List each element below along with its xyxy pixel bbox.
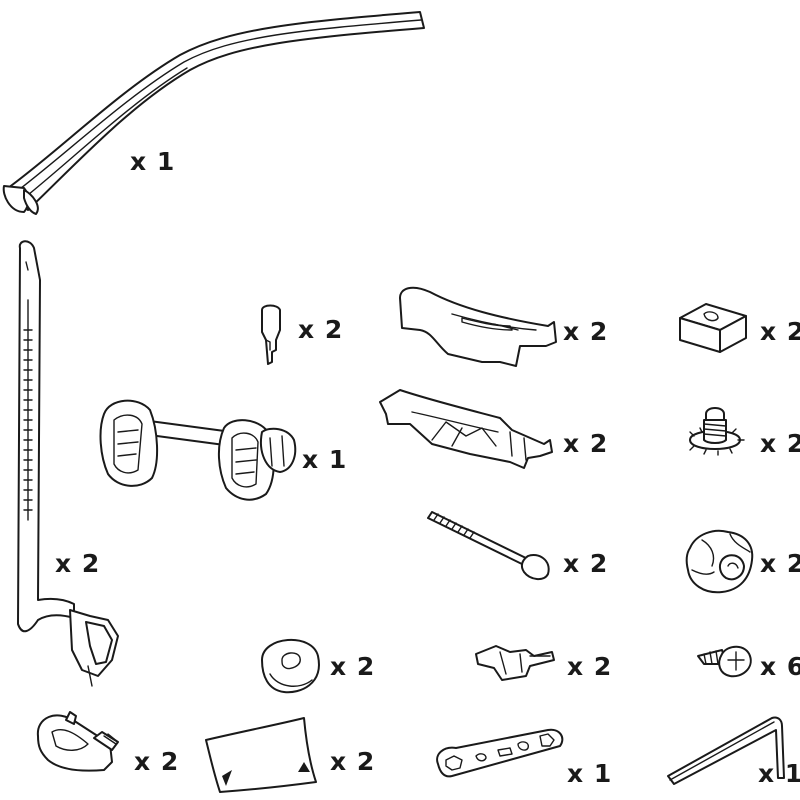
- flange-bolt-icon: [689, 407, 745, 456]
- small-clip-icon: [475, 645, 555, 681]
- qty-wheel-holder: x 2: [563, 317, 608, 346]
- allen-key-icon: [667, 716, 785, 785]
- qty-wheel-clamp: x 1: [302, 445, 347, 474]
- qty-adhesive-label: x 2: [330, 747, 375, 776]
- frame-holder-arm-icon: [17, 240, 119, 687]
- rail-end-cap-icon: [36, 711, 119, 772]
- square-nut-icon: [679, 303, 747, 353]
- key-icon: [261, 304, 281, 365]
- wheel-clamp-icon: [99, 399, 297, 501]
- qty-frame-holder-arm: x 2: [55, 549, 100, 578]
- long-bolt-icon: [427, 511, 550, 580]
- qty-rail: x 1: [130, 147, 175, 176]
- qty-key: x 2: [298, 315, 343, 344]
- qty-strap-bracket: x 2: [563, 429, 608, 458]
- qty-screw: x 6: [760, 652, 800, 681]
- wheel-holder-icon: [399, 286, 557, 367]
- qty-allen-key: x 1: [758, 759, 800, 788]
- screw-icon: [697, 645, 752, 678]
- rail-channel-icon: [2, 11, 425, 215]
- wrench-tool-icon: [436, 728, 564, 778]
- washer-icon: [261, 639, 320, 694]
- qty-flange-bolt: x 2: [760, 429, 800, 458]
- qty-washer: x 2: [330, 652, 375, 681]
- qty-square-nut: x 2: [760, 317, 800, 346]
- qty-long-bolt: x 2: [563, 549, 608, 578]
- qty-wrench-tool: x 1: [567, 759, 612, 788]
- qty-small-clip: x 2: [567, 652, 612, 681]
- qty-rail-end-cap: x 2: [134, 747, 179, 776]
- knob-icon: [685, 529, 754, 594]
- qty-knob: x 2: [760, 549, 800, 578]
- adhesive-label-icon: [205, 717, 317, 793]
- strap-bracket-icon: [379, 389, 553, 469]
